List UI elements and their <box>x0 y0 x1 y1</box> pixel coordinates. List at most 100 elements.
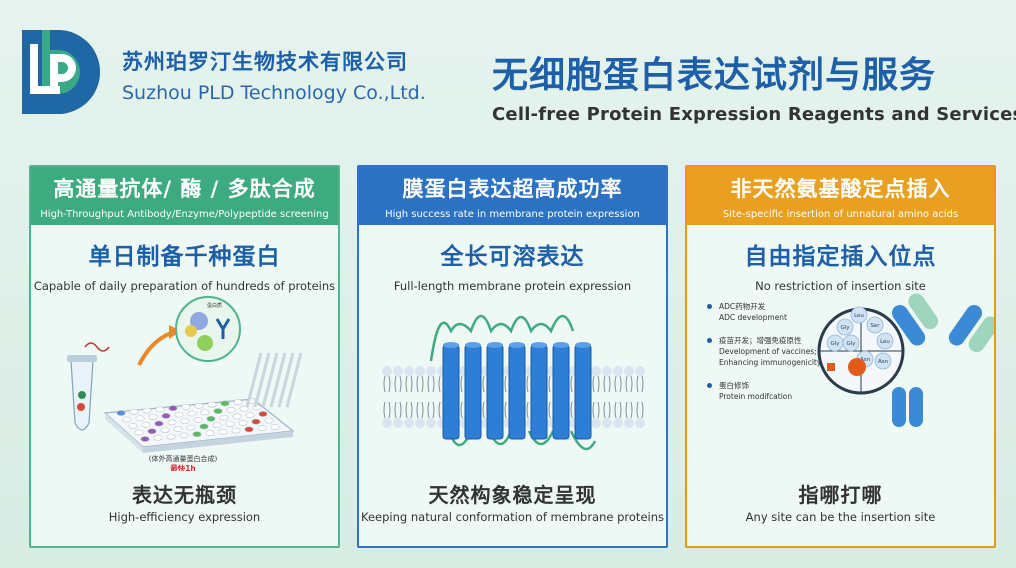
company-logo <box>22 30 100 114</box>
membrane-protein-illustration <box>382 314 645 451</box>
residue-label: Leu <box>880 339 890 345</box>
card-title-cn: 非天然氨基酸定点插入 <box>730 177 951 201</box>
helix <box>486 344 504 440</box>
helix <box>464 344 482 440</box>
lipid-head <box>591 418 601 428</box>
lipid-head <box>404 366 414 376</box>
lipid-head <box>591 366 601 376</box>
card-footer-cn: 表达无瓶颈 <box>132 483 237 507</box>
card-title-cn: 膜蛋白表达超高成功率 <box>402 177 623 201</box>
well <box>134 429 144 436</box>
well <box>168 405 178 412</box>
well <box>232 413 242 420</box>
card-footer-cn: 天然构象稳定呈现 <box>428 483 597 507</box>
residue-label: Ser <box>870 323 880 329</box>
plate-illustration: 蛋白质 (体外高通量蛋白合成) 最快1h <box>67 296 303 471</box>
card-title-en: High-Throughput Antibody/Enzyme/Polypept… <box>40 209 329 220</box>
well <box>207 401 217 408</box>
card-footer-en: High-efficiency expression <box>108 510 261 524</box>
well <box>161 413 171 419</box>
well <box>239 405 249 412</box>
well <box>174 411 184 418</box>
well <box>155 406 165 413</box>
residue-label: Gly <box>846 341 856 347</box>
antibody-illustration: ADC药物开发 ADC development 疫苗开发；增强免疫原性 Deve… <box>687 291 994 471</box>
residue-label: Gly <box>830 341 840 347</box>
helix <box>530 344 548 440</box>
well <box>167 419 177 426</box>
plate-time-label: 最快1h <box>170 463 196 471</box>
well <box>219 414 229 421</box>
protein-loop-icon <box>429 314 575 362</box>
well <box>181 404 191 410</box>
card-title-cn: 高通量抗体/ 酶 / 多肽合成 <box>53 177 316 201</box>
card-footer-en: Keeping natural conformation of membrane… <box>361 510 664 524</box>
well <box>142 407 152 414</box>
card-subtitle-cn: 全长可溶表达 <box>440 244 585 270</box>
application-cn: ADC药物开发 <box>719 302 766 311</box>
well <box>199 423 209 430</box>
lipid-head <box>415 366 425 376</box>
page-headline: 无细胞蛋白表达试剂与服务 Cell-free Protein Expressio… <box>492 46 1016 125</box>
well <box>205 430 215 436</box>
well <box>141 421 151 428</box>
application-cn: 蛋白修饰 <box>719 381 749 390</box>
pipette-icon <box>245 352 303 408</box>
well <box>270 424 280 430</box>
residue <box>874 352 892 370</box>
helix-group <box>442 342 592 440</box>
well <box>245 412 255 419</box>
application-item: 蛋白修饰 Protein modifcation <box>707 380 827 402</box>
well <box>225 421 235 427</box>
card-title-en: High success rate in membrane protein ex… <box>385 209 640 220</box>
lipid-head <box>602 418 612 428</box>
well <box>140 436 150 442</box>
well <box>238 419 248 426</box>
lipid-head <box>393 418 403 428</box>
well <box>212 422 222 429</box>
well <box>258 411 268 417</box>
well <box>135 415 145 422</box>
application-en: ADC development <box>719 313 788 322</box>
tube-icon <box>67 355 97 431</box>
lipid-head <box>613 418 623 428</box>
well <box>220 400 230 407</box>
card-subtitle-cn: 单日制备千种蛋白 <box>88 244 281 270</box>
well <box>244 426 254 433</box>
well <box>226 407 236 413</box>
well <box>128 423 138 429</box>
well <box>257 425 267 432</box>
well <box>231 427 241 434</box>
lipid-head <box>426 418 436 428</box>
application-item: ADC药物开发 ADC development <box>707 301 827 323</box>
card-title-en: Site-specific insertion of unnatural ami… <box>722 209 959 220</box>
lipid-head <box>635 366 645 376</box>
arrow-icon <box>137 331 172 366</box>
well <box>122 416 132 423</box>
plate-caption: (体外高通量蛋白合成) <box>149 454 218 463</box>
residue <box>866 316 884 334</box>
helix <box>508 344 526 440</box>
card-subtitle-en: Full-length membrane protein expression <box>393 279 632 293</box>
card-unnatural-amino-acid: 非天然氨基酸定点插入 Site-specific insertion of un… <box>685 165 996 548</box>
residue-label: Leu <box>854 313 864 319</box>
card-header: 膜蛋白表达超高成功率 High success rate in membrane… <box>359 167 666 225</box>
residue <box>842 334 860 352</box>
lipid-head <box>415 418 425 428</box>
application-en: Protein modifcation <box>719 392 793 401</box>
well <box>194 402 204 409</box>
company-name: 苏州珀罗汀生物技术有限公司 Suzhou PLD Technology Co.,… <box>122 46 426 104</box>
well <box>218 428 228 435</box>
residue <box>850 306 868 324</box>
card-subtitle-en: Capable of daily preparation of hundreds… <box>33 279 336 293</box>
residue-label: Gly <box>840 325 850 331</box>
well <box>154 420 164 427</box>
well <box>179 432 189 439</box>
residue-label: Asn <box>878 359 889 365</box>
application-list: ADC药物开发 ADC development 疫苗开发；增强免疫原性 Deve… <box>707 301 827 414</box>
well <box>186 424 196 431</box>
lipid-head <box>613 366 623 376</box>
lipid-head <box>382 418 392 428</box>
headline-cn: 无细胞蛋白表达试剂与服务 <box>492 55 937 96</box>
